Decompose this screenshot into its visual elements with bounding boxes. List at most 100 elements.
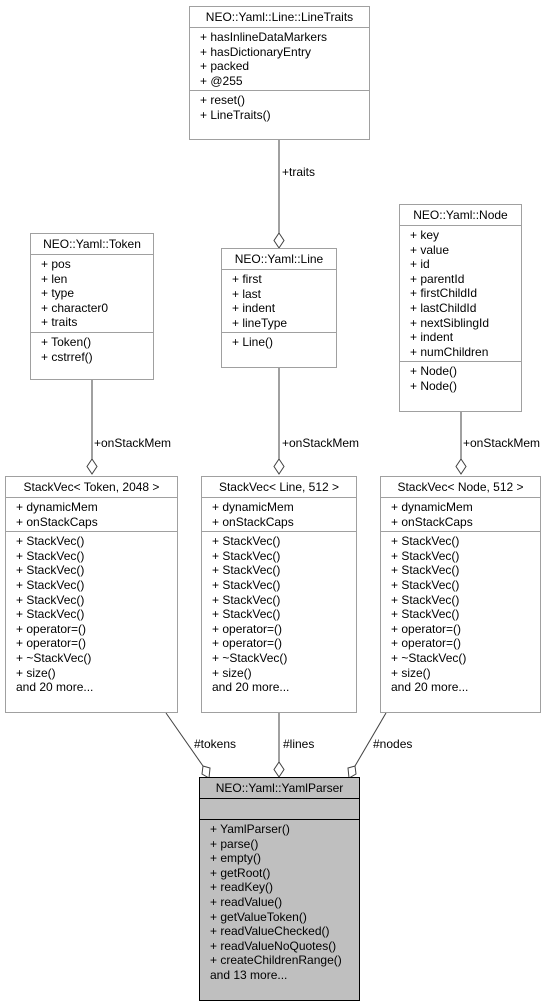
class-node[interactable]: NEO::Yaml::Node+ key+ value+ id+ parentI… xyxy=(399,204,522,412)
class-attribute: + len xyxy=(41,271,68,286)
class-method: + StackVec() xyxy=(212,607,281,622)
class-stackvec-token[interactable]: StackVec< Token, 2048 >+ dynamicMem+ onS… xyxy=(5,476,178,713)
edge-label-token-mem: +onStackMem xyxy=(94,436,172,450)
class-method: + cstrref() xyxy=(41,349,93,364)
class-title: NEO::Yaml::YamlParser xyxy=(215,781,344,795)
class-title: NEO::Yaml::Line::LineTraits xyxy=(205,10,354,24)
class-method: + StackVec() xyxy=(16,563,85,578)
class-attribute: + parentId xyxy=(410,271,465,286)
class-attribute: + hasDictionaryEntry xyxy=(200,44,312,59)
class-methods-section: + Line() xyxy=(222,332,336,352)
class-method: + ~StackVec() xyxy=(16,650,92,665)
class-method: + StackVec() xyxy=(391,548,460,563)
class-method: + readKey() xyxy=(210,880,274,895)
class-method: + StackVec() xyxy=(212,548,281,563)
class-method: + readValue() xyxy=(210,894,283,909)
edge-label-node-mem: +onStackMem xyxy=(463,436,541,450)
class-method: + getRoot() xyxy=(210,865,271,880)
class-method: + size() xyxy=(391,665,431,680)
class-method: and 20 more... xyxy=(212,680,290,695)
class-method: and 13 more... xyxy=(210,967,288,982)
class-method: + getValueToken() xyxy=(210,909,307,924)
class-line-traits[interactable]: NEO::Yaml::Line::LineTraits+ hasInlineDa… xyxy=(189,6,370,140)
class-method: + operator=() xyxy=(212,636,283,651)
class-methods-section: + Token()+ cstrref() xyxy=(31,331,153,366)
class-method: + Line() xyxy=(232,335,274,350)
class-title: NEO::Yaml::Line xyxy=(234,252,324,266)
class-title: StackVec< Node, 512 > xyxy=(397,480,524,494)
class-method: + StackVec() xyxy=(212,577,281,592)
class-attribute: + indent xyxy=(232,301,276,316)
class-line[interactable]: NEO::Yaml::Line+ first+ last+ indent+ li… xyxy=(221,248,337,368)
class-attribute: + indent xyxy=(410,330,454,345)
class-method: + parse() xyxy=(210,836,259,851)
class-attribute: + onStackCaps xyxy=(391,514,473,529)
class-attribute: + lineType xyxy=(232,315,288,330)
edge-nodes-line xyxy=(354,712,387,767)
diamond-traits xyxy=(273,232,285,249)
class-attributes-section: + pos+ len+ type+ character0+ traits xyxy=(31,254,153,332)
class-methods-section: + StackVec()+ StackVec()+ StackVec()+ St… xyxy=(202,531,356,697)
class-method: + StackVec() xyxy=(391,577,460,592)
class-attribute: + firstChildId xyxy=(410,286,478,301)
class-attributes-section: + dynamicMem+ onStackCaps xyxy=(6,497,177,531)
edge-label-lines: #lines xyxy=(283,737,315,751)
class-method: + StackVec() xyxy=(16,577,85,592)
class-yaml-parser[interactable]: NEO::Yaml::YamlParser+ YamlParser()+ par… xyxy=(199,777,360,1001)
class-attribute: + pos xyxy=(41,257,71,271)
class-attribute: + @255 xyxy=(200,73,243,88)
class-method: + reset() xyxy=(200,93,246,108)
class-attribute: + last xyxy=(232,286,262,301)
class-method: + LineTraits() xyxy=(200,107,271,122)
class-stackvec-line[interactable]: StackVec< Line, 512 >+ dynamicMem+ onSta… xyxy=(201,476,357,713)
class-methods-section: + reset()+ LineTraits() xyxy=(190,90,369,124)
class-method: + StackVec() xyxy=(391,534,460,549)
class-methods-section: + StackVec()+ StackVec()+ StackVec()+ St… xyxy=(381,531,540,697)
diamond-lines xyxy=(273,761,285,778)
class-attribute: + first xyxy=(232,272,262,286)
edge-label-line-mem: +onStackMem xyxy=(282,436,360,450)
class-method: + StackVec() xyxy=(16,534,85,549)
class-method: and 20 more... xyxy=(16,680,94,695)
class-method: + Node() xyxy=(410,378,458,393)
edge-label-nodes: #nodes xyxy=(373,737,413,751)
class-stackvec-node[interactable]: StackVec< Node, 512 > + dynamicMem+ onSta… xyxy=(380,476,541,713)
class-methods-section: + StackVec()+ StackVec()+ StackVec()+ St… xyxy=(6,531,177,697)
class-attribute: + key xyxy=(410,228,440,242)
class-title: NEO::Yaml::Token xyxy=(43,237,141,251)
class-method: + size() xyxy=(16,665,56,680)
class-method: + StackVec() xyxy=(391,563,460,578)
class-method: + operator=() xyxy=(212,621,283,636)
class-attribute: + lastChildId xyxy=(410,300,477,315)
class-method: + empty() xyxy=(210,851,262,866)
class-method: + StackVec() xyxy=(391,607,460,622)
class-attributes-section: + dynamicMem+ onStackCaps xyxy=(381,497,540,531)
class-method: + operator=() xyxy=(16,621,87,636)
class-method: + operator=() xyxy=(16,636,87,651)
edge-label-tokens: #tokens xyxy=(194,737,237,751)
diamond-node-mem xyxy=(455,458,467,475)
class-attribute: + nextSiblingId xyxy=(410,315,490,330)
class-attribute: + onStackCaps xyxy=(16,514,98,529)
class-attribute: + traits xyxy=(41,315,78,330)
class-title: StackVec< Line, 512 > xyxy=(218,480,340,494)
class-method: + YamlParser() xyxy=(210,822,290,836)
class-attribute: + dynamicMem xyxy=(391,500,473,514)
class-method: + StackVec() xyxy=(212,563,281,578)
class-method: + readValueChecked() xyxy=(210,924,330,939)
class-methods-section: + YamlParser()+ parse()+ empty()+ getRoo… xyxy=(200,819,359,985)
class-attribute: + character0 xyxy=(41,300,109,315)
class-title: NEO::Yaml::Node xyxy=(413,208,508,222)
edge-tokens-line xyxy=(165,712,204,767)
class-method: + StackVec() xyxy=(391,592,460,607)
class-token[interactable]: NEO::Yaml::Token+ pos+ len+ type+ charac… xyxy=(30,233,154,380)
class-attributes-section: + key+ value+ id+ parentId+ firstChildId… xyxy=(400,225,521,361)
class-attribute: + id xyxy=(410,257,430,272)
class-attribute: + packed xyxy=(200,59,250,74)
class-method: + Node() xyxy=(410,364,458,379)
class-method: + Token() xyxy=(41,334,92,349)
class-attribute: + onStackCaps xyxy=(212,514,294,529)
class-method: + StackVec() xyxy=(16,548,85,563)
class-method: + createChildrenRange() xyxy=(210,953,342,968)
